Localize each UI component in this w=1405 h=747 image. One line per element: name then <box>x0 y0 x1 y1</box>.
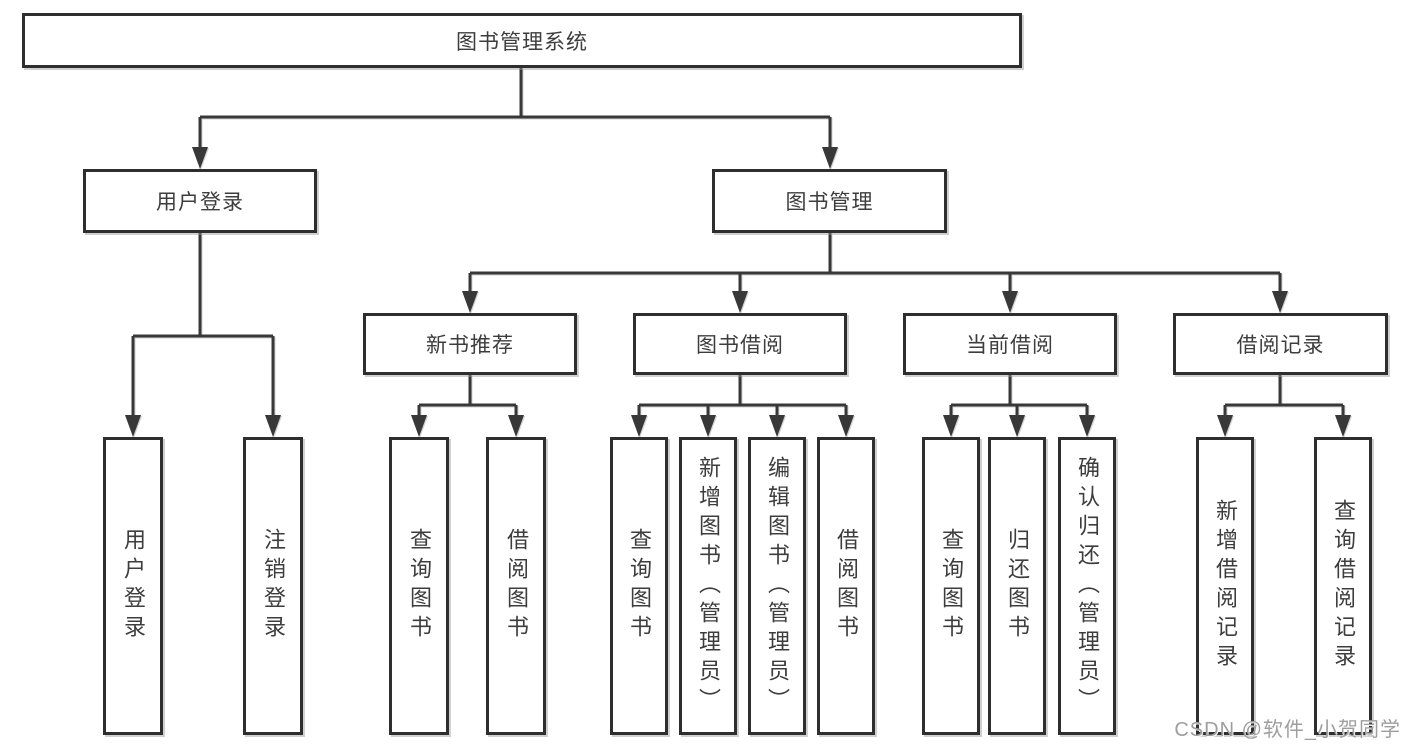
arrow-down-icon <box>1079 415 1095 437</box>
connector-lines <box>131 68 1345 420</box>
node-new-book-recommendation-label: 新书推荐 <box>426 334 514 357</box>
arrow-down-icon <box>1002 291 1018 313</box>
leaf-return-book-label: 归还图书 <box>1005 528 1030 644</box>
node-user-login-label: 用户登录 <box>156 191 244 214</box>
leaf-confirm-return-admin-label: 确认归还（管理员） <box>1075 455 1100 717</box>
node-book-management: 图书管理 <box>712 169 947 233</box>
leaf-query-books-current-label: 查询图书 <box>939 528 964 644</box>
leaf-borrow-books-recommend: 借阅图书 <box>486 437 546 735</box>
leaf-query-books-recommend-label: 查询图书 <box>407 528 432 644</box>
arrow-down-icon <box>411 415 427 437</box>
arrow-down-icon <box>125 415 141 437</box>
leaf-add-book-admin-label: 新增图书（管理员） <box>696 455 721 717</box>
leaf-borrow-books-recommend-label: 借阅图书 <box>504 528 529 644</box>
leaf-user-login-label: 用户登录 <box>121 528 146 644</box>
arrow-down-icon <box>462 291 478 313</box>
arrow-down-icon <box>265 415 281 437</box>
leaf-query-books-current: 查询图书 <box>922 437 980 735</box>
leaf-add-book-admin: 新增图书（管理员） <box>679 437 737 735</box>
arrow-down-icon <box>822 147 838 169</box>
arrowheads <box>125 147 1351 437</box>
leaf-edit-book-admin: 编辑图书（管理员） <box>748 437 806 735</box>
node-root: 图书管理系统 <box>22 13 1022 68</box>
leaf-query-books-borrow: 查询图书 <box>610 437 668 735</box>
leaf-query-borrow-record: 查询借阅记录 <box>1314 437 1372 735</box>
watermark: CSDN @软件_小贺同学 <box>1174 719 1401 741</box>
node-borrowing-records: 借阅记录 <box>1173 313 1388 375</box>
arrow-down-icon <box>769 415 785 437</box>
arrow-down-icon <box>732 291 748 313</box>
node-borrowing-records-label: 借阅记录 <box>1236 334 1325 357</box>
leaf-add-borrow-record: 新增借阅记录 <box>1196 437 1254 735</box>
leaf-confirm-return-admin: 确认归还（管理员） <box>1058 437 1116 735</box>
leaf-query-books-recommend: 查询图书 <box>389 437 449 735</box>
leaf-logout: 注销登录 <box>243 437 303 735</box>
node-user-login: 用户登录 <box>83 169 317 233</box>
arrow-down-icon <box>508 415 524 437</box>
arrow-down-icon <box>1009 415 1025 437</box>
node-new-book-recommendation: 新书推荐 <box>363 313 577 375</box>
arrow-down-icon <box>1217 415 1233 437</box>
leaf-user-login: 用户登录 <box>103 437 163 735</box>
leaf-edit-book-admin-label: 编辑图书（管理员） <box>765 455 790 717</box>
leaf-add-borrow-record-label: 新增借阅记录 <box>1213 499 1238 673</box>
node-book-borrowing-label: 图书借阅 <box>696 334 784 357</box>
node-current-borrowing-label: 当前借阅 <box>966 334 1054 357</box>
arrow-down-icon <box>192 147 208 169</box>
arrow-down-icon <box>1335 415 1351 437</box>
leaf-borrow-books: 借阅图书 <box>817 437 875 735</box>
leaf-query-borrow-record-label: 查询借阅记录 <box>1331 499 1356 673</box>
node-current-borrowing: 当前借阅 <box>903 313 1117 375</box>
arrow-down-icon <box>700 415 716 437</box>
leaf-query-books-borrow-label: 查询图书 <box>627 528 652 644</box>
leaf-return-book: 归还图书 <box>988 437 1046 735</box>
arrow-down-icon <box>943 415 959 437</box>
node-book-borrowing: 图书借阅 <box>633 313 847 375</box>
node-book-management-label: 图书管理 <box>785 191 874 214</box>
arrow-down-icon <box>1272 291 1288 313</box>
node-root-label: 图书管理系统 <box>456 30 588 54</box>
arrow-down-icon <box>631 415 647 437</box>
leaf-borrow-books-label: 借阅图书 <box>834 528 859 644</box>
arrow-down-icon <box>838 415 854 437</box>
leaf-logout-label: 注销登录 <box>261 528 286 644</box>
